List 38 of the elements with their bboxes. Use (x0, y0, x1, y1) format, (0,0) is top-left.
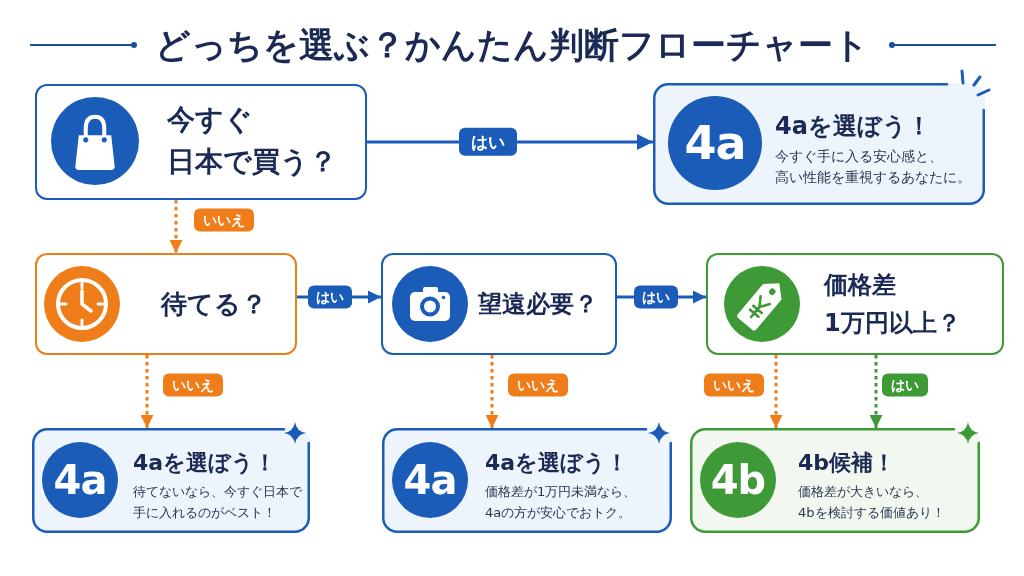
edge-label: はい (459, 127, 517, 157)
edge-label: はい (308, 285, 352, 309)
result-heading: 4aを選ぼう！ (485, 449, 629, 477)
question-text: 待てる？ (161, 288, 267, 321)
result-box (653, 83, 985, 205)
result-box (690, 428, 980, 533)
arrow (140, 355, 154, 428)
arrow (169, 200, 183, 253)
arrow (869, 355, 883, 428)
question-text: 望遠必要？ (478, 289, 598, 320)
result-heading: 4b候補！ (798, 449, 896, 477)
edge-label: いいえ (163, 373, 223, 397)
edge-label: いいえ (194, 208, 254, 232)
result-box (32, 428, 310, 533)
question-box (35, 84, 367, 200)
edge-label: はい (882, 373, 928, 397)
edge-label: いいえ (704, 373, 764, 397)
result-description: 価格差が1万円未満なら、4aの方が安心でおトク。 (485, 483, 637, 522)
question-box (706, 253, 1004, 355)
result-heading: 4aを選ぼう！ (133, 449, 277, 477)
question-text: 今すぐ日本で買う？ (167, 102, 337, 180)
result-badge: 4a (668, 96, 762, 190)
result-badge: 4a (392, 442, 468, 518)
result-badge: 4b (700, 442, 776, 518)
result-heading: 4aを選ぼう！ (775, 111, 931, 142)
result-description: 価格差が大きいなら、4bを検討する価値あり！ (798, 483, 945, 522)
question-box (35, 253, 297, 355)
question-text: 価格差1万円以上？ (824, 270, 961, 339)
arrow (485, 355, 499, 428)
title: どっちを選ぶ？かんたん判断フローチャート (155, 24, 869, 67)
result-description: 今すぐ手に入る安心感と、高い性能を重視するあなたに。 (775, 147, 971, 187)
result-box (382, 428, 672, 533)
question-box (381, 253, 617, 355)
edge-label: はい (634, 285, 678, 309)
result-description: 待てないなら、今すぐ日本で手に入れるのがベスト！ (133, 483, 302, 522)
arrow (769, 355, 783, 428)
result-badge: 4a (42, 442, 118, 518)
edge-label: いいえ (508, 373, 568, 397)
